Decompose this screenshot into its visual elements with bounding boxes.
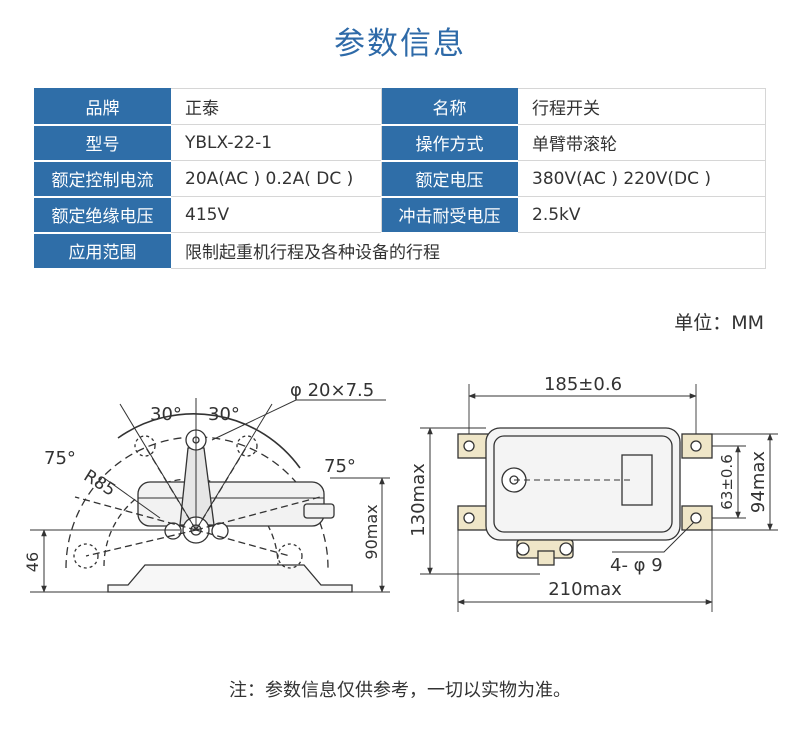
footnote: 注：参数信息仅供参考，一切以实物为准。 <box>229 680 571 701</box>
height-label: 63±0.6 <box>718 454 736 510</box>
dimension-drawing: 30° 30° 75° 75° R85 φ 20×7.5 46 90max <box>23 374 778 612</box>
roller-label: φ 20×7.5 <box>290 380 374 401</box>
width-label: 210max <box>548 579 622 600</box>
parameter-table: 品牌 正泰 名称 行程开关 型号 YBLX-22-1 操作方式 单臂带滚轮 额定… <box>34 88 766 270</box>
param-value: YBLX-22-1 <box>170 124 382 161</box>
table-row: 应用范围 限制起重机行程及各种设备的行程 <box>34 232 766 270</box>
table-row: 额定控制电流 20A(AC ) 0.2A( DC ) 额定电压 380V(AC … <box>34 160 766 198</box>
table-row: 型号 YBLX-22-1 操作方式 单臂带滚轮 <box>34 124 766 162</box>
param-label: 名称 <box>381 88 518 126</box>
page-title: 参数信息 <box>334 26 466 62</box>
param-label: 型号 <box>34 124 171 162</box>
height-label: 130max <box>408 463 429 537</box>
param-value: 限制起重机行程及各种设备的行程 <box>170 232 766 269</box>
param-value: 2.5kV <box>517 196 766 233</box>
angle-label: 75° <box>324 456 356 477</box>
table-row: 品牌 正泰 名称 行程开关 <box>34 88 766 126</box>
top-view-drawing <box>420 384 778 612</box>
param-value: 20A(AC ) 0.2A( DC ) <box>170 160 382 197</box>
param-label: 额定控制电流 <box>34 160 171 198</box>
side-view-drawing <box>30 398 390 593</box>
angle-label: 30° <box>150 404 182 425</box>
param-label: 应用范围 <box>34 232 171 270</box>
table-row: 额定绝缘电压 415V 冲击耐受电压 2.5kV <box>34 196 766 234</box>
param-value: 行程开关 <box>517 88 766 125</box>
param-label: 品牌 <box>34 88 171 126</box>
height-label: 90max <box>362 504 381 559</box>
param-value: 415V <box>170 196 382 233</box>
param-value: 单臂带滚轮 <box>517 124 766 161</box>
param-label: 额定绝缘电压 <box>34 196 171 234</box>
angle-label: 75° <box>44 448 76 469</box>
radius-label: R85 <box>80 466 119 501</box>
param-label: 额定电压 <box>381 160 518 198</box>
holes-label: 4- φ 9 <box>610 555 663 576</box>
angle-label: 30° <box>208 404 240 425</box>
height-label: 46 <box>23 552 42 572</box>
width-label: 185±0.6 <box>544 374 622 395</box>
height-label: 94max <box>748 451 769 513</box>
param-value: 380V(AC ) 220V(DC ) <box>517 160 766 197</box>
unit-label: 单位：MM <box>674 312 764 334</box>
param-label: 冲击耐受电压 <box>381 196 518 234</box>
param-label: 操作方式 <box>381 124 518 162</box>
param-value: 正泰 <box>170 88 382 125</box>
